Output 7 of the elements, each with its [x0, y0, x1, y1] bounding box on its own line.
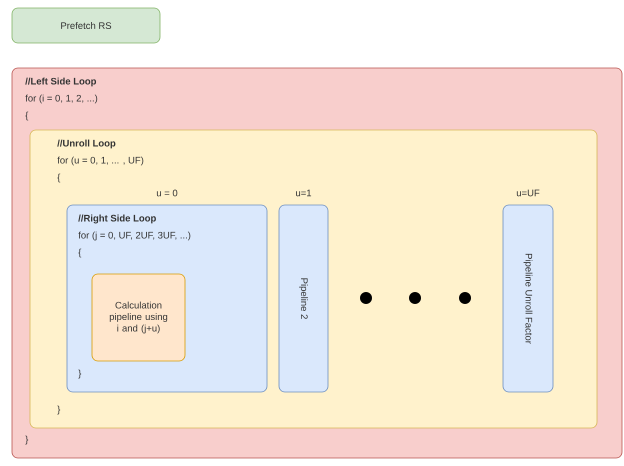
caption-label: u = 0 [156, 190, 178, 196]
pipeline-box: Pipeline 2 [278, 204, 328, 392]
process-box: Calculation pipeline using i and (j+u) [92, 274, 186, 362]
pipeline-box: Pipeline Unroll Factor [502, 204, 554, 392]
caption-label: u=1 [296, 190, 312, 196]
caption-label: u=UF [516, 190, 540, 196]
label-box: Prefetch RS [12, 8, 160, 44]
